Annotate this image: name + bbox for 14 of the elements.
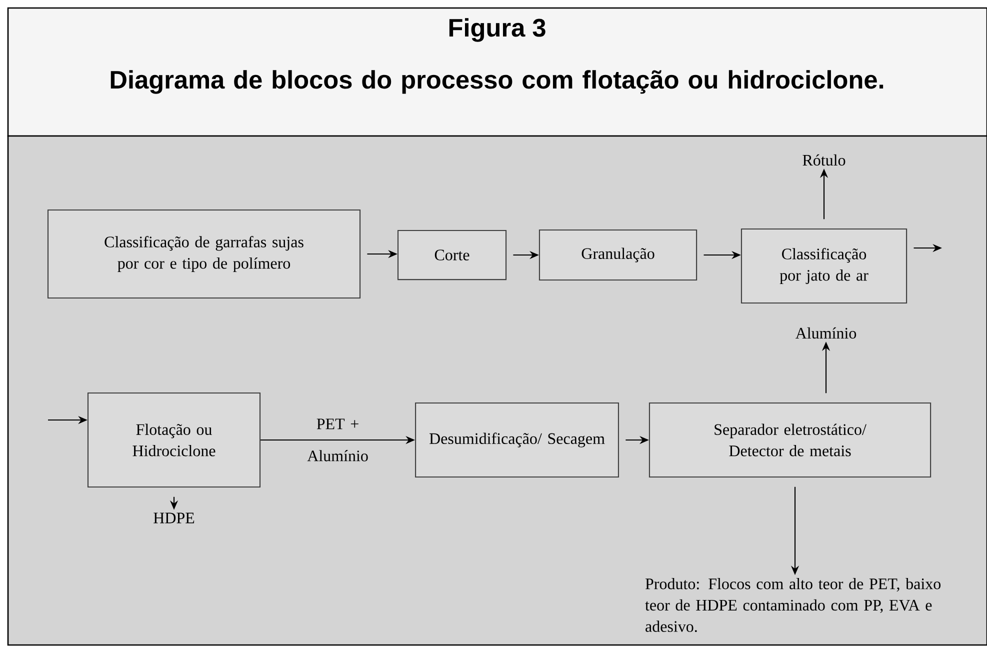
process-box: Flotação ou Hidrociclone: [87, 392, 261, 488]
figure-title: Figura 3: [449, 18, 546, 42]
product-note: Produto: Flocos com alto teor de PET, baixo teor de HDPE contaminado com PP, EVA e adesivo.: [645, 578, 941, 632]
process-box: Classificação de garrafas sujas por cor e tipo de polímero: [47, 209, 361, 299]
process-box: Separador eletrostático/ Detector de metais: [648, 402, 932, 478]
figure-caption: Diagrama de blocos do processo com flotação ou hidrociclone.: [110, 70, 884, 94]
stream-label: Alumínio: [796, 327, 856, 339]
process-box: Granulação: [538, 229, 698, 281]
edge-label: PET + Alumínio: [307, 418, 368, 462]
stream-label: Rótulo: [802, 154, 846, 166]
stream-label: HDPE: [154, 512, 194, 524]
process-box: Corte: [397, 230, 507, 280]
process-box: Classificação por jato de ar: [740, 228, 908, 304]
process-box: Desumidificação/ Secagem: [415, 402, 619, 478]
